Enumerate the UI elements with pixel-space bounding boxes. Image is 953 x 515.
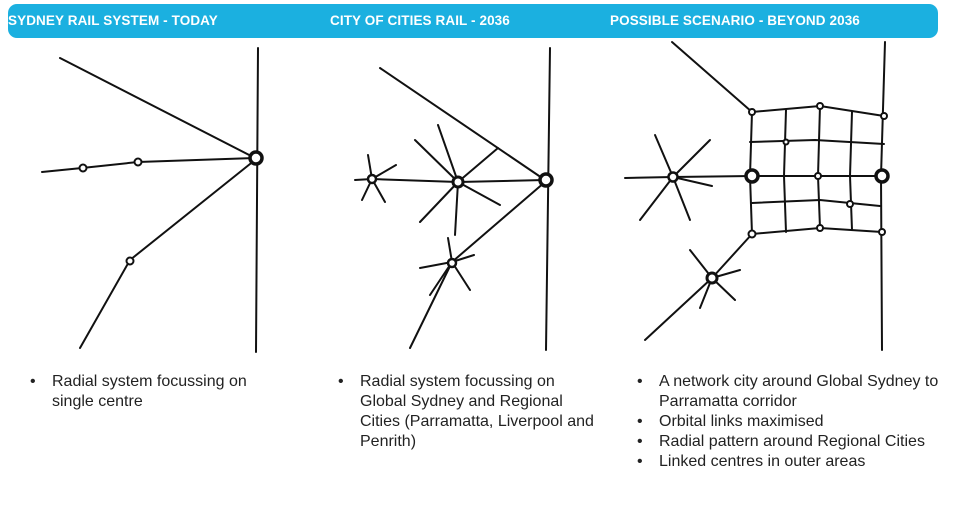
station-node — [747, 229, 757, 239]
station-node — [878, 228, 886, 236]
global-sydney-node — [874, 168, 890, 184]
radial-spokes — [419, 237, 475, 296]
station-node — [748, 108, 756, 116]
station-node — [814, 172, 822, 180]
diagram-city-of-cities — [354, 47, 554, 351]
title-city-of-cities: CITY OF CITIES RAIL - 2036 — [330, 13, 510, 28]
rail-line — [79, 159, 256, 349]
rail-line — [379, 67, 546, 181]
rail-line — [59, 57, 256, 159]
orbital-link — [849, 111, 853, 231]
station-node — [782, 138, 790, 146]
regional-city-node — [667, 171, 679, 183]
diagram-today — [41, 47, 264, 353]
caption-item: Radial system focussing on single centre — [30, 372, 280, 412]
rail-line — [644, 233, 753, 341]
orbital-link — [749, 139, 885, 145]
radial-spokes — [689, 249, 741, 309]
rail-line — [41, 157, 256, 173]
title-today: SYDNEY RAIL SYSTEM - TODAY — [8, 13, 218, 28]
caption-item: A network city around Global Sydney to P… — [637, 372, 952, 412]
orbital-link — [817, 105, 821, 229]
orbital-link — [783, 109, 787, 233]
regional-city-node — [366, 173, 378, 185]
title-beyond-2036: POSSIBLE SCENARIO - BEYOND 2036 — [610, 13, 860, 28]
orbital-link — [751, 199, 881, 207]
station-node — [846, 200, 854, 208]
regional-city-node — [705, 271, 719, 285]
caption-item: Linked centres in outer areas — [637, 452, 952, 472]
radial-spokes — [639, 134, 713, 221]
major-centre-node — [248, 150, 264, 166]
parramatta-node — [744, 168, 760, 184]
header-bar — [8, 4, 938, 38]
station-node — [816, 224, 824, 232]
station-node — [816, 102, 824, 110]
rail-line — [545, 47, 551, 351]
caption-item: Orbital links maximised — [637, 412, 952, 432]
global-sydney-node — [538, 172, 554, 188]
regional-city-node — [446, 257, 458, 269]
rail-line — [255, 47, 259, 353]
station-node — [880, 112, 888, 120]
regional-city-node — [451, 175, 465, 189]
station-node — [133, 157, 143, 167]
caption-beyond-2036: A network city around Global Sydney to P… — [637, 372, 952, 472]
rail-line — [354, 178, 546, 183]
radial-spokes — [361, 154, 397, 203]
station-node — [125, 256, 135, 266]
caption-item: Radial pattern around Regional Cities — [637, 432, 952, 452]
rail-line — [671, 41, 753, 113]
caption-today: Radial system focussing on single centre — [30, 372, 280, 412]
radial-spokes — [414, 124, 501, 236]
caption-item: Radial system focussing on Global Sydney… — [338, 372, 598, 452]
caption-city-of-cities: Radial system focussing on Global Sydney… — [338, 372, 598, 452]
station-node — [78, 163, 88, 173]
rail-line — [880, 41, 886, 351]
diagram-beyond-2036 — [624, 41, 890, 351]
rail-line — [409, 181, 546, 349]
